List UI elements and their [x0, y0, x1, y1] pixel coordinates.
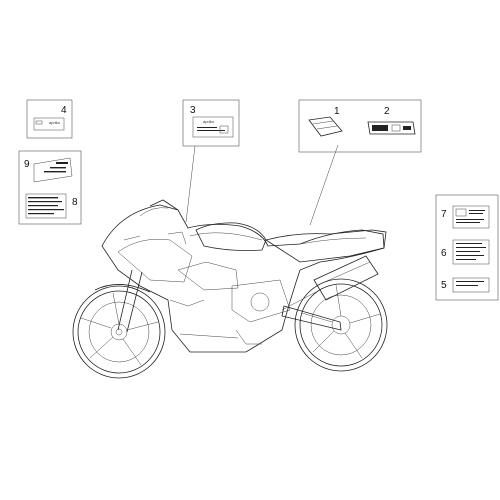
seat-tail: [265, 229, 387, 263]
callout-3: 3: [190, 105, 196, 116]
callout-7: 7: [441, 209, 447, 220]
decal-4-sticker: aprilia: [33, 117, 65, 131]
decal-3-sticker: aprilia: [192, 116, 234, 138]
engine-swingarm: [231, 279, 342, 345]
front-wheel: [72, 285, 166, 379]
decal-1-2-panel: 1 2: [298, 99, 422, 153]
decal-3-aprilia-text: aprilia: [203, 119, 214, 124]
body-fairing: [101, 199, 385, 353]
cockpit: [123, 207, 187, 245]
callout-4: 4: [61, 105, 67, 116]
decal-3-panel: 3 aprilia: [182, 99, 240, 147]
decal-4-aprilia-text: aprilia: [49, 120, 60, 125]
motorcycle-illustration: [72, 199, 388, 379]
decal-8-9-panel: 9 8: [18, 150, 82, 225]
callout-6: 6: [441, 248, 447, 259]
decal-1-sticker: [308, 116, 343, 137]
exhaust-muffler: [281, 255, 379, 311]
decal-9-sticker: [33, 157, 73, 183]
callout-9: 9: [24, 159, 30, 170]
decal-5-6-7-panel: 7 6 5: [435, 194, 499, 301]
callout-1: 1: [334, 106, 340, 117]
fuel-tank: [195, 222, 267, 251]
front-fork: [94, 269, 151, 333]
callout-2: 2: [384, 106, 390, 117]
decal-8-sticker: [25, 193, 67, 219]
callout-5: 5: [441, 280, 447, 291]
callout-8: 8: [72, 197, 78, 208]
decal-5-sticker: [452, 277, 490, 293]
decal-6-sticker: [452, 239, 490, 265]
leader-lines: [185, 144, 339, 226]
rear-wheel: [294, 278, 388, 372]
decal-7-sticker: [452, 205, 490, 229]
decal-4-panel: 4 aprilia: [26, 99, 73, 139]
decal-2-sticker: [367, 121, 416, 135]
